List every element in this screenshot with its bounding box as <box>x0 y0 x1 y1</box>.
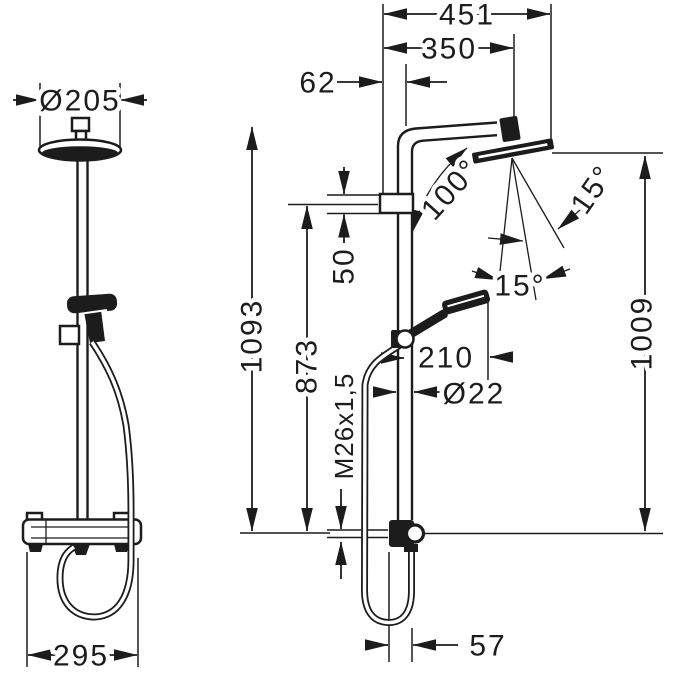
hose-nut-side <box>404 544 418 552</box>
spray-line <box>511 157 565 249</box>
side-elevation: 451 350 62 1093 873 50 M26x1,5 1009 100°… <box>231 0 663 667</box>
valve-knob <box>404 523 426 544</box>
hand-shower-detail <box>78 309 108 315</box>
dim-label-head-to-valve: 1009 <box>626 296 659 371</box>
front-elevation: Ø205 <box>13 80 147 675</box>
angle-label-head-spray: 15° <box>494 270 545 303</box>
overhead-shower-face <box>42 146 118 160</box>
angle-arrow <box>542 265 571 280</box>
angle-arrow <box>557 209 581 230</box>
dim-label-wall-to-pipe: 62 <box>299 67 336 100</box>
hand-shower-detail <box>447 294 485 308</box>
hand-shower-head <box>66 293 118 314</box>
dim-label-pipe-diameter: Ø22 <box>443 378 506 411</box>
hand-shower-handle <box>407 309 448 338</box>
dim-label-hose-thread: M26x1,5 <box>329 373 359 480</box>
hand-shower-front <box>58 293 118 346</box>
overhead-connector <box>70 116 91 133</box>
angle-label-head-tilt: 15° <box>565 159 621 220</box>
hose-outer <box>56 340 135 621</box>
overhead-shower-side <box>472 116 554 164</box>
spray-line <box>511 157 537 301</box>
dim-label-arm-projection: 350 <box>421 33 477 66</box>
hose-inner <box>362 343 414 625</box>
dim-label-riser-height: 873 <box>291 338 324 394</box>
angle-arrow <box>471 266 499 281</box>
slider-block <box>378 192 415 215</box>
head-plate-detail <box>478 143 548 159</box>
hand-shower-handle <box>84 310 105 343</box>
dim-label-handshower-projection: 210 <box>418 342 474 375</box>
union-nut-left <box>28 544 43 552</box>
dim-label-valve-bar-width: 295 <box>53 640 109 673</box>
dim-label-top-overall-width: 451 <box>439 0 495 32</box>
spray-line <box>496 157 513 301</box>
angle-arrow <box>487 233 524 245</box>
hose-inner <box>58 341 133 619</box>
hose-outer <box>360 342 415 626</box>
hand-shower-holder <box>58 324 81 346</box>
angle-label-arm-swivel: 100° <box>415 153 486 227</box>
angle-arc-100 <box>411 147 468 234</box>
valve-body <box>21 518 143 546</box>
dim-label-hose-loop-offset: 57 <box>469 630 506 663</box>
hand-shower-side <box>391 289 491 349</box>
shower-hose-side <box>360 342 415 626</box>
dim-label-overall-height: 1093 <box>236 299 269 374</box>
thermostat-valve-side <box>389 520 426 552</box>
dim-label-overhead-diameter: Ø205 <box>39 85 120 118</box>
riser-pipe-outer <box>396 121 498 520</box>
shower-hose-front <box>56 340 135 621</box>
dim-label-slider-height: 50 <box>328 247 361 284</box>
riser-pipe-inner <box>410 134 498 520</box>
union-nut-right <box>114 544 129 552</box>
hose-connector-nut <box>72 544 90 555</box>
head-ball-joint <box>499 116 521 142</box>
pivot-joint <box>395 329 415 349</box>
thermostat-valve-bar <box>21 511 143 555</box>
